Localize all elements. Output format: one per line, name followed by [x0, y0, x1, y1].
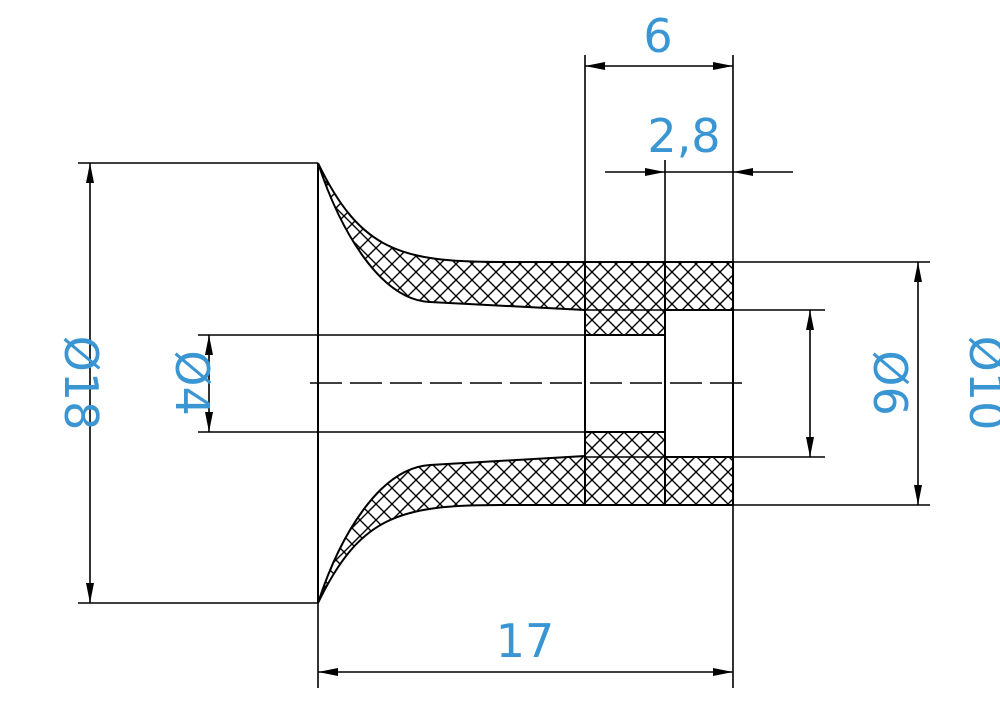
dim-shank-length: 6 — [643, 9, 672, 63]
dim-overall-length: 17 — [496, 614, 555, 668]
dim-outer-diameter: Ø18 — [54, 336, 108, 431]
dim-shank-diameter: Ø10 — [959, 336, 1000, 431]
dimension-labels: Ø18 Ø4 Ø6 Ø10 17 6 2,8 — [54, 9, 1000, 668]
dim-bore-diameter: Ø4 — [165, 350, 219, 415]
dimension-lines — [86, 62, 922, 676]
dim-counterbore-depth: 2,8 — [647, 109, 720, 163]
extension-lines — [78, 55, 930, 688]
dim-counterbore-diameter: Ø6 — [863, 350, 917, 415]
